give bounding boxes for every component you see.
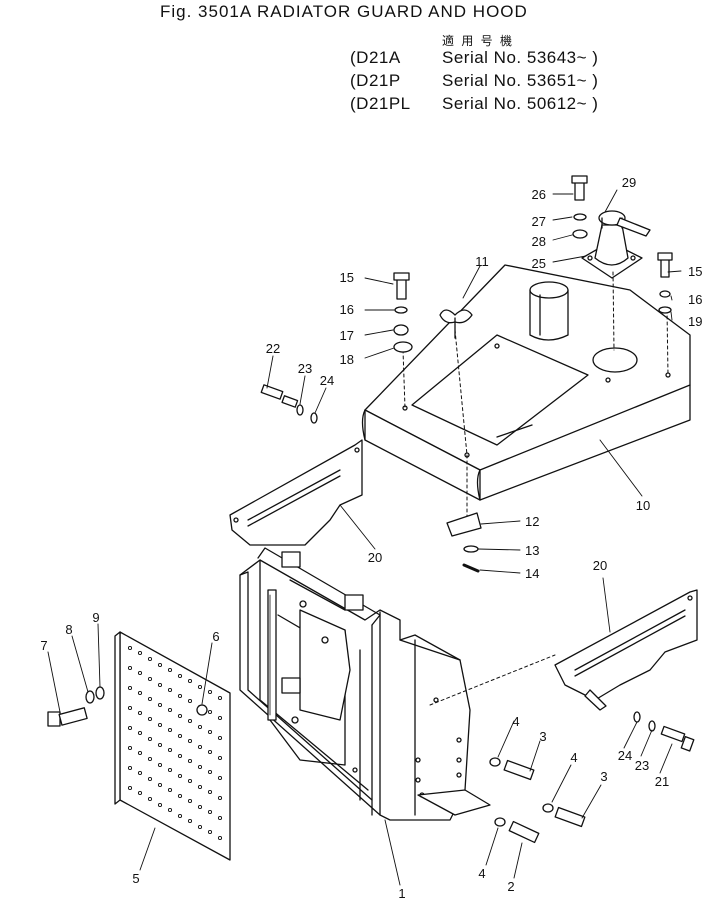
left-side-bracket bbox=[229, 439, 363, 546]
callout-label: 3 bbox=[600, 769, 607, 784]
callout-label: 27 bbox=[532, 214, 546, 229]
callout-label: 25 bbox=[532, 256, 546, 271]
callout-label: 12 bbox=[525, 514, 539, 529]
callout-label: 28 bbox=[532, 234, 546, 249]
callout-label: 18 bbox=[340, 352, 354, 367]
callout-label: 5 bbox=[132, 871, 139, 886]
hood bbox=[361, 264, 691, 501]
callout-label: 16 bbox=[688, 292, 702, 307]
callout-label: 9 bbox=[92, 610, 99, 625]
radiator-guard-frame bbox=[239, 547, 556, 821]
callout-label: 4 bbox=[512, 714, 519, 729]
callout-label: 7 bbox=[40, 638, 47, 653]
callout-label: 6 bbox=[212, 629, 219, 644]
perforated-screen bbox=[114, 631, 231, 861]
model-label: (D21P bbox=[350, 71, 401, 90]
right-side-bracket bbox=[554, 589, 698, 711]
serial-row-d21p: (D21P Serial No. 53651~ ) bbox=[350, 71, 598, 91]
callout-label: 22 bbox=[266, 341, 280, 356]
leader-lines bbox=[47, 189, 682, 886]
model-label: (D21A bbox=[350, 48, 401, 67]
serial-range: Serial No. 53651~ ) bbox=[442, 71, 599, 90]
serial-row-d21pl: (D21PL Serial No. 50612~ ) bbox=[350, 94, 598, 114]
callout-label: 13 bbox=[525, 543, 539, 558]
callout-label: 20 bbox=[593, 558, 607, 573]
callout-label: 23 bbox=[298, 361, 312, 376]
callout-label: 14 bbox=[525, 566, 539, 581]
model-label: (D21PL bbox=[350, 94, 411, 113]
figure-title: Fig. 3501A RADIATOR GUARD AND HOOD bbox=[160, 2, 528, 21]
screen-bolt bbox=[47, 686, 105, 727]
frame-bolts bbox=[489, 757, 586, 844]
exhaust-adapter bbox=[581, 210, 643, 279]
stack-pipe bbox=[529, 281, 569, 341]
callout-label: 21 bbox=[655, 774, 669, 789]
callout-label: 23 bbox=[635, 758, 649, 773]
callout-label: 20 bbox=[368, 550, 382, 565]
callout-label: 16 bbox=[340, 302, 354, 317]
callout-label: 15 bbox=[340, 270, 354, 285]
serial-row-d21a: (D21A Serial No. 53643~ ) bbox=[350, 48, 598, 68]
callout-label: 8 bbox=[65, 622, 72, 637]
callout-label: 11 bbox=[475, 254, 489, 269]
callout-label: 10 bbox=[636, 498, 650, 513]
callout-label: 15 bbox=[688, 264, 702, 279]
hood-fasteners bbox=[393, 175, 673, 573]
callout-label: 4 bbox=[570, 750, 577, 765]
serial-range: Serial No. 53643~ ) bbox=[442, 48, 599, 67]
callout-labels: 26 29 27 28 25 15 11 15 16 16 19 17 18 2… bbox=[40, 175, 702, 901]
callout-label: 3 bbox=[539, 729, 546, 744]
callout-label: 4 bbox=[478, 866, 485, 881]
applicability-heading: 適 用 号 機 bbox=[442, 34, 515, 48]
callout-label: 1 bbox=[398, 886, 405, 901]
callout-label: 24 bbox=[320, 373, 334, 388]
right-bracket-bolt bbox=[633, 711, 695, 752]
callout-label: 24 bbox=[618, 748, 632, 763]
callout-label: 2 bbox=[507, 879, 514, 894]
callout-label: 19 bbox=[688, 314, 702, 329]
callout-label: 29 bbox=[622, 175, 636, 190]
callout-label: 26 bbox=[532, 187, 546, 202]
assembly-guide-lines bbox=[402, 271, 669, 521]
bracket-bolt bbox=[260, 384, 318, 424]
callout-label: 17 bbox=[340, 328, 354, 343]
serial-range: Serial No. 50612~ ) bbox=[442, 94, 599, 113]
